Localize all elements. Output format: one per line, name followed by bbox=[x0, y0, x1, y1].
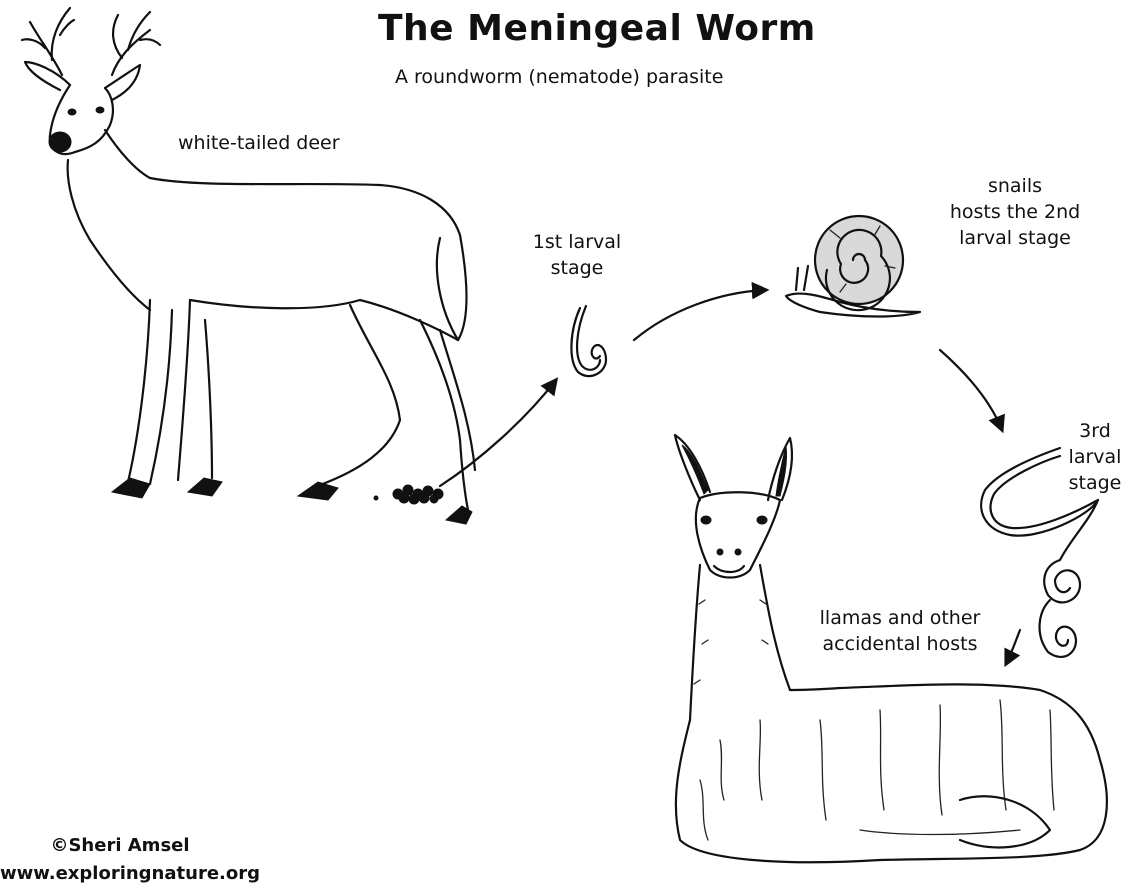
credit-website: www.exploringnature.org bbox=[0, 860, 240, 888]
label-line: hosts the 2nd bbox=[930, 199, 1100, 225]
snail-illustration bbox=[786, 216, 920, 317]
arrow-snail-to-third-larva bbox=[940, 350, 1002, 430]
label-line: 1st larval bbox=[522, 229, 632, 255]
label-deer: white-tailed deer bbox=[178, 130, 340, 156]
credit-author: ©Sheri Amsel bbox=[0, 832, 240, 860]
label-first-larval-stage: 1st larval stage bbox=[522, 229, 632, 281]
label-line: larval stage bbox=[930, 225, 1100, 251]
arrow-deer-to-larva bbox=[440, 380, 556, 486]
label-line: snails bbox=[930, 173, 1100, 199]
diagram-subtitle: A roundworm (nematode) parasite bbox=[395, 66, 723, 88]
label-llamas: llamas and other accidental hosts bbox=[800, 605, 1000, 657]
first-larva-icon bbox=[571, 306, 606, 376]
label-line: accidental hosts bbox=[800, 631, 1000, 657]
credit-block: ©Sheri Amsel www.exploringnature.org bbox=[0, 832, 240, 888]
label-line: 3rd bbox=[1050, 418, 1140, 444]
arrow-larva-to-snail bbox=[634, 290, 766, 340]
label-line: stage bbox=[522, 255, 632, 281]
label-line: larval bbox=[1050, 444, 1140, 470]
label-line: llamas and other bbox=[800, 605, 1000, 631]
label-snails: snails hosts the 2nd larval stage bbox=[930, 173, 1100, 251]
label-third-larval-stage: 3rd larval stage bbox=[1050, 418, 1140, 496]
diagram-title: The Meningeal Worm bbox=[378, 8, 816, 49]
arrow-third-larva-to-llama bbox=[1006, 630, 1020, 664]
label-line: stage bbox=[1050, 470, 1140, 496]
